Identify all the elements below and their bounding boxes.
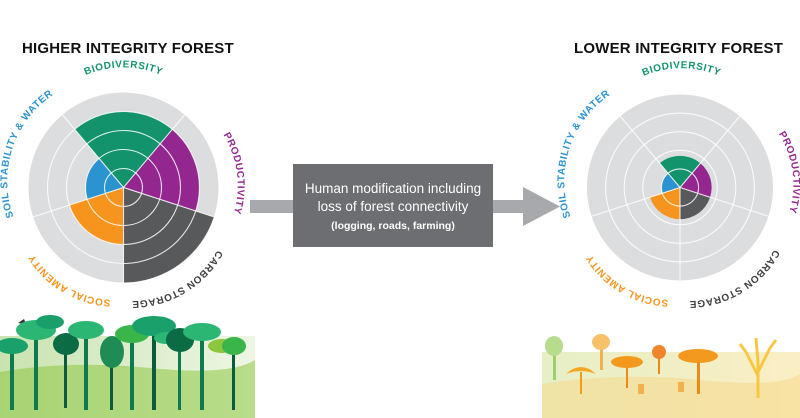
arrow-head <box>523 187 560 226</box>
arrow-text-line-2: loss of forest connectivity <box>317 198 469 214</box>
soil-stability-water-wedge <box>661 173 680 194</box>
sector-divider <box>123 186 215 218</box>
lower-integrity-polar-chart <box>587 94 773 281</box>
biodiversity-label: BIODIVERSITY <box>83 59 164 78</box>
sector-divider <box>679 115 741 188</box>
svg-text:BIODIVERSITY: BIODIVERSITY <box>641 60 723 79</box>
svg-text:PRODUCTIVITY: PRODUCTIVITY <box>776 130 800 215</box>
sector-divider <box>679 186 769 217</box>
healthy-forest-illustration <box>0 315 255 418</box>
ring-lines <box>32 110 215 283</box>
biodiversity-label: BIODIVERSITY <box>641 60 722 79</box>
svg-text:PRODUCTIVITY: PRODUCTIVITY <box>221 131 246 216</box>
productivity-label: PRODUCTIVITY <box>221 131 245 216</box>
ring-lines <box>591 112 769 281</box>
higher-integrity-polar-chart <box>28 92 219 283</box>
productivity-label: PRODUCTIVITY <box>776 130 800 215</box>
soil-stability-water-wedge <box>85 158 124 200</box>
sector-divider <box>591 186 681 217</box>
carbon-storage-wedge <box>123 187 214 283</box>
sector-divider <box>32 186 124 218</box>
lower-integrity-title: LOWER INTEGRITY FOREST <box>574 40 784 57</box>
social-amenity-wedge <box>69 187 124 245</box>
sector-divider <box>123 114 185 188</box>
sector-divider <box>619 115 681 188</box>
higher-integrity-title: HIGHER INTEGRITY FOREST <box>22 40 234 57</box>
sector-divider <box>62 114 124 188</box>
arrow-text-line-3: (logging, roads, farming) <box>331 219 455 232</box>
degraded-landscape-illustration <box>542 334 800 418</box>
svg-text:BIODIVERSITY: BIODIVERSITY <box>83 59 165 78</box>
human-modification-box: Human modification including loss of for… <box>293 164 493 247</box>
biodiversity-wedge <box>659 155 701 188</box>
arrow-text-line-1: Human modification including <box>304 180 482 196</box>
productivity-wedge <box>680 163 712 198</box>
